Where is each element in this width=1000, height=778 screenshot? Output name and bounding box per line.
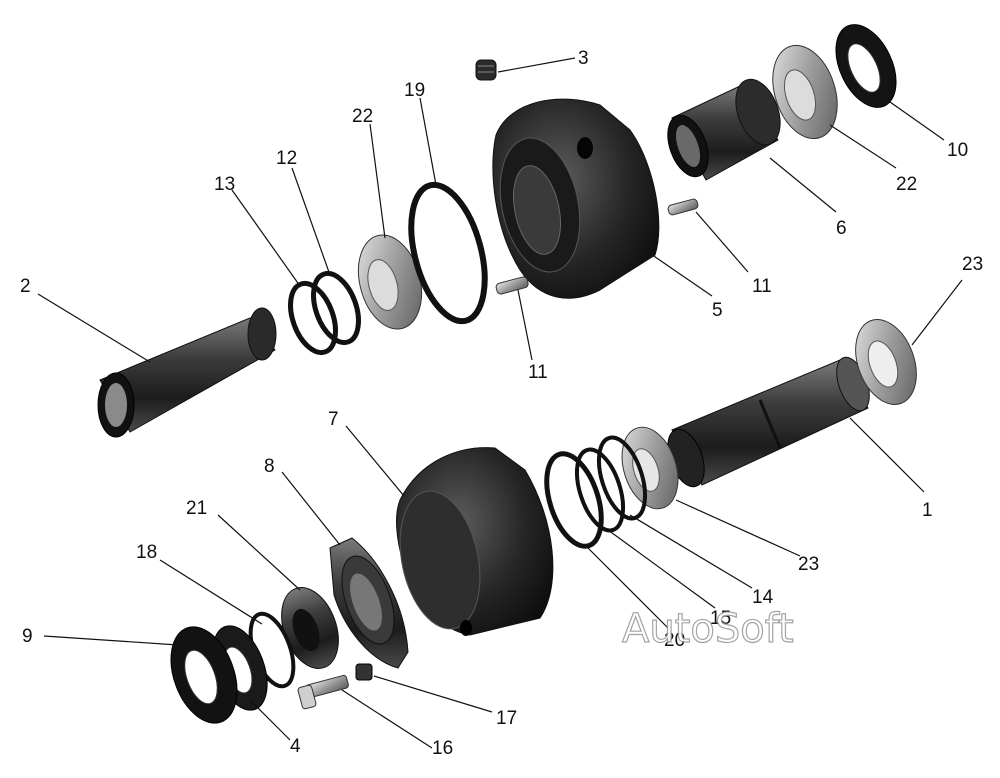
callout-labels: 1 2 3 4 5 6 7 8 9 10 11 11 12 13 14 15 1…: [20, 48, 983, 759]
callout-15: 15: [710, 608, 731, 629]
part-20-oring: [544, 451, 604, 549]
callout-1: 1: [922, 500, 933, 521]
callout-23-right: 23: [962, 254, 983, 275]
leader-lines: [37, 57, 963, 749]
callout-13: 13: [214, 174, 235, 195]
part-3-plug: [475, 59, 497, 81]
part-12-oring: [311, 270, 361, 346]
part-2-sleeve: [97, 307, 277, 438]
part-9-seal: [170, 626, 238, 724]
part-10-seal: [835, 24, 897, 108]
callout-5: 5: [712, 300, 723, 321]
callout-6: 6: [836, 218, 847, 239]
callout-16: 16: [432, 738, 453, 759]
callout-12: 12: [276, 148, 297, 169]
callout-2: 2: [20, 276, 31, 297]
part-11-pin-upper: [667, 198, 699, 216]
callout-21: 21: [186, 498, 207, 519]
part-23-bearing-left: [621, 426, 679, 510]
callout-19: 19: [404, 80, 425, 101]
part-7-housing: [396, 447, 554, 636]
part-11-pin-lower: [495, 276, 529, 295]
part-5-housing: [492, 98, 660, 299]
callout-22-left: 22: [352, 106, 373, 127]
callout-14: 14: [752, 587, 774, 608]
callout-23-left: 23: [798, 554, 819, 575]
callout-20: 20: [664, 630, 685, 651]
callout-7: 7: [328, 409, 339, 430]
part-15-oring: [574, 447, 626, 533]
callout-11-lower: 11: [528, 362, 548, 383]
part-23-bearing-right: [855, 319, 917, 405]
part-8-flange: [329, 537, 409, 669]
callout-3: 3: [578, 48, 589, 69]
callout-9: 9: [22, 626, 33, 647]
callout-11-upper: 11: [752, 276, 772, 297]
part-22-bearing-right: [772, 44, 838, 140]
callout-8: 8: [264, 456, 275, 477]
part-19-large-oring: [408, 181, 488, 325]
part-16-bolt: [297, 674, 349, 710]
part-17-nut: [355, 663, 373, 681]
part-1-shaft: [667, 356, 870, 488]
callout-4: 4: [290, 736, 301, 757]
callout-17: 17: [496, 708, 517, 729]
part-13-oring: [288, 280, 338, 356]
autosoft-watermark: AutoSoft: [622, 606, 794, 652]
part-22-bearing-left: [357, 234, 423, 330]
callout-22-right: 22: [896, 174, 917, 195]
part-6-bushing: [667, 78, 781, 181]
callout-18: 18: [136, 542, 157, 563]
callout-10: 10: [947, 140, 968, 161]
